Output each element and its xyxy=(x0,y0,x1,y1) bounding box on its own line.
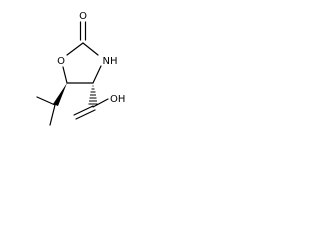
isopropyl-methyl-bond-2 xyxy=(49,104,56,126)
c5-o1-bond xyxy=(62,66,68,84)
ring-oxygen-label: O xyxy=(57,56,65,67)
carboxyl-hydroxyl-bond xyxy=(92,98,109,108)
isopropyl-methyl-bond-1 xyxy=(36,96,56,106)
carboxylic-oh-label: OH xyxy=(110,94,125,105)
oxazolidinone-structure: O O NH OH xyxy=(36,11,125,126)
ring-nh-label: NH xyxy=(103,56,118,67)
hashed-wedge-bond xyxy=(88,85,98,105)
carboxyl-carbonyl-bond-1 xyxy=(73,105,94,116)
o1-c2-bond xyxy=(66,42,84,56)
carbonyl-oxygen-label: O xyxy=(79,11,87,22)
wedge-bond xyxy=(53,83,67,106)
n3-c4-bond xyxy=(92,65,102,84)
c2-n3-bond xyxy=(82,42,99,56)
carboxyl-carbonyl-bond-2 xyxy=(75,109,96,120)
